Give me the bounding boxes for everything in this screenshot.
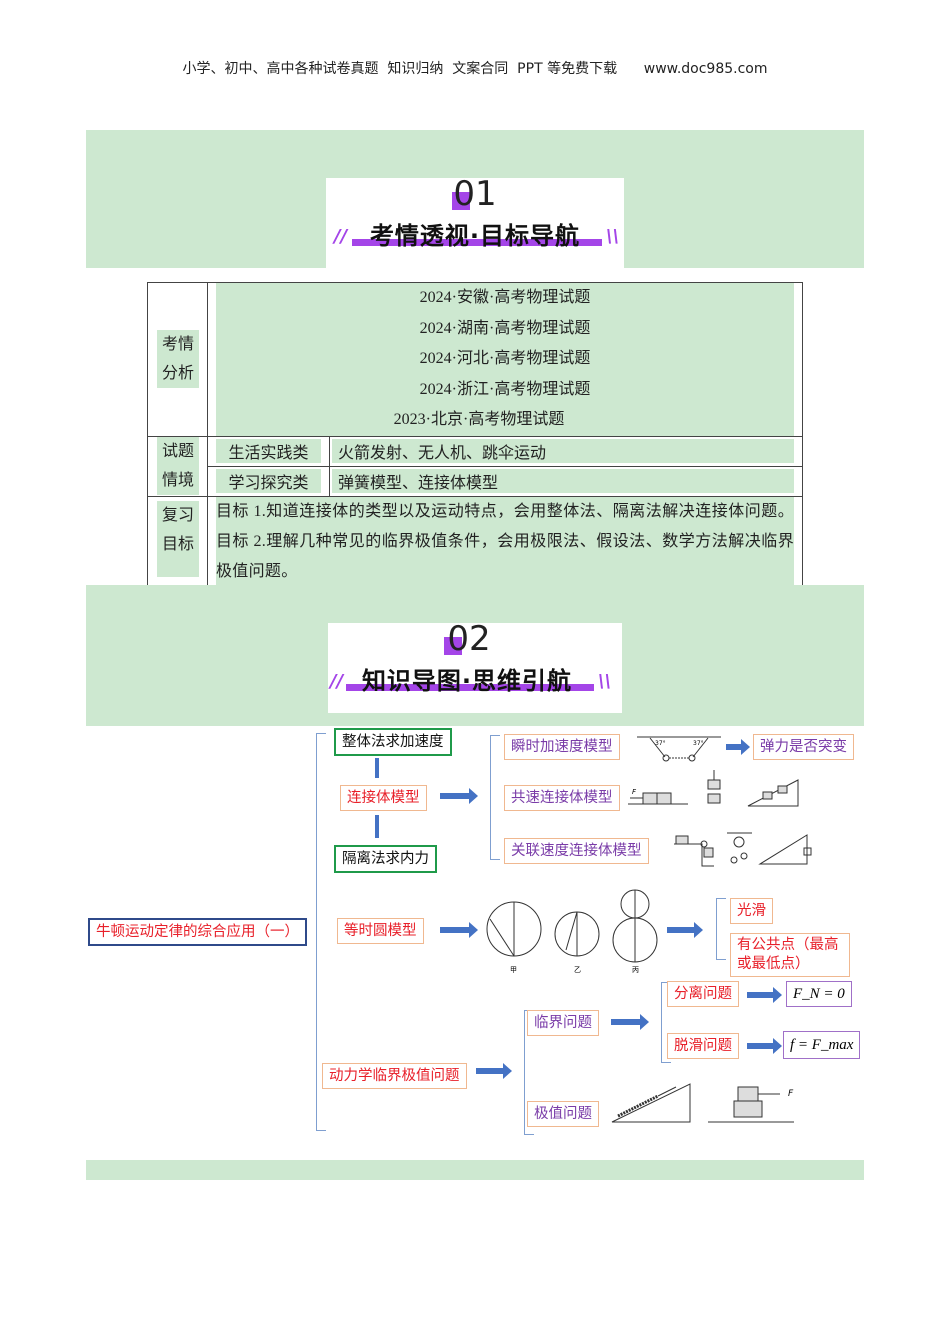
circle-label: 甲 [510, 966, 517, 974]
number-highlight [452, 192, 470, 210]
related-speed-diagrams-icon [674, 832, 812, 867]
arrow-right-icon [667, 922, 703, 938]
analysis-table: 考情分析 2024·安徽·高考物理试题 2024·湖南·高考物理试题 2024·… [147, 282, 803, 588]
exam-item: 2024·浙江·高考物理试题 [419, 380, 591, 398]
context-type: 学习探究类 [207, 465, 330, 497]
exam-item: 2024·河北·高考物理试题 [419, 350, 591, 368]
section-title: 考情透视·目标导航 [369, 222, 581, 250]
title-underline [352, 239, 602, 246]
arrow-right-icon [726, 739, 750, 755]
decor-slash-left: // [334, 226, 348, 247]
section-number: 02 [447, 619, 491, 659]
svg-text:37°: 37° [693, 740, 704, 747]
node-smooth: 光滑 [730, 898, 773, 924]
svg-text:37°: 37° [655, 740, 666, 747]
brace [661, 982, 671, 1063]
label-context: 试题情境 [147, 435, 208, 497]
node-same-speed: 共速连接体模型 [504, 785, 620, 811]
separation-condition: F_N = 0 [786, 981, 852, 1007]
label-analysis: 考情分析 [147, 282, 208, 437]
context-type: 生活实践类 [207, 435, 330, 467]
bottom-band [86, 1160, 864, 1180]
arrow-right-icon [440, 922, 478, 938]
node-common-point: 有公共点（最高或最低点） [730, 933, 850, 977]
circle-label: 丙 [632, 966, 639, 974]
node-extreme: 极值问题 [527, 1101, 599, 1127]
node-isochronous: 等时圆模型 [337, 918, 424, 944]
arrow-down-icon [375, 815, 379, 838]
node-instant: 瞬时加速度模型 [504, 734, 620, 760]
brace [490, 735, 500, 860]
node-isolate: 隔离法求内力 [334, 845, 437, 873]
node-related-speed: 关联速度连接体模型 [504, 838, 649, 864]
node-separation: 分离问题 [667, 981, 739, 1007]
arrow-right-icon [747, 1038, 782, 1054]
decor-slash-right: \\ [598, 671, 612, 692]
node-instant-result: 弹力是否突变 [753, 734, 854, 760]
arrow-right-icon [747, 987, 782, 1003]
root-node: 牛顿运动定律的综合应用（一） [88, 918, 307, 946]
node-connected: 连接体模型 [340, 785, 427, 811]
exam-item: 2023·北京·高考物理试题 [393, 411, 565, 429]
arrow-up-icon [375, 758, 379, 778]
isochronous-circles-icon: 甲乙丙 [486, 889, 658, 974]
brace [316, 733, 326, 1131]
page-header: 小学、初中、高中各种试卷真题 知识归纳 文案合同 PPT 等免费下载 www.d… [182, 61, 768, 77]
node-slip: 脱滑问题 [667, 1033, 739, 1059]
node-critical: 临界问题 [527, 1010, 599, 1036]
exam-item: 2024·湖南·高考物理试题 [419, 319, 591, 337]
spring-diagram-icon: 37° 37° [637, 736, 721, 762]
node-critical-extreme: 动力学临界极值问题 [322, 1063, 467, 1089]
section1-title-box: 01 考情透视·目标导航 // \\ [326, 174, 624, 268]
decor-slash-right: \\ [606, 226, 620, 247]
title-underline [346, 684, 594, 691]
arrow-right-icon [476, 1063, 512, 1079]
circle-label: 乙 [574, 966, 581, 974]
context-content: 弹簧模型、连接体模型 [329, 465, 803, 497]
brace [716, 898, 726, 960]
slip-condition: f = F_max [783, 1031, 861, 1059]
goals-text: 目标 1.知道连接体的类型以及运动特点，会用整体法、隔离法解决连接体问题。目标 … [207, 495, 803, 588]
label-goals: 复习目标 [147, 495, 208, 588]
arrow-right-icon [611, 1014, 649, 1030]
node-whole: 整体法求加速度 [334, 728, 452, 756]
decor-slash-left: // [330, 671, 344, 692]
exam-list: 2024·安徽·高考物理试题 2024·湖南·高考物理试题 2024·河北·高考… [207, 282, 803, 437]
extreme-diagrams-icon: F [611, 1083, 794, 1123]
svg-text:F: F [632, 788, 637, 796]
svg-text:F: F [788, 1089, 794, 1099]
section-title: 知识导图·思维引航 [361, 667, 573, 695]
section2-title-box: 02 知识导图·思维引航 // \\ [328, 619, 622, 713]
same-speed-diagrams-icon: F [628, 770, 799, 807]
section-number: 01 [453, 174, 497, 214]
context-content: 火箭发射、无人机、跳伞运动 [329, 435, 803, 467]
arrow-right-icon [440, 788, 478, 804]
number-highlight [444, 637, 462, 655]
exam-item: 2024·安徽·高考物理试题 [419, 289, 591, 306]
